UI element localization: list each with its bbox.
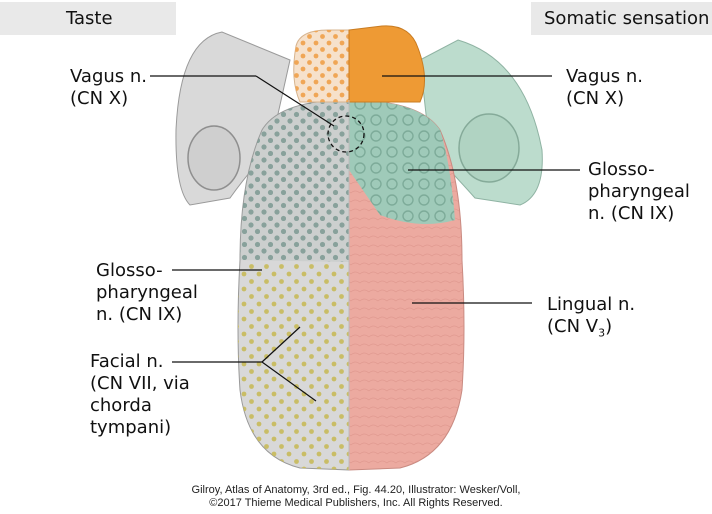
- glossopharyngeal-taste-region: [240, 100, 349, 262]
- right-tonsil: [458, 113, 520, 183]
- somatic-sensation-header: Somatic sensation: [531, 2, 712, 35]
- left-tonsil: [187, 125, 241, 191]
- glossopharyngeal-somatic-label: Glosso- pharyngeal n. (CN IX): [588, 159, 690, 224]
- foramen-cecum-marker: [327, 115, 365, 153]
- lingual-somatic-label: Lingual n. (CN V3): [547, 294, 636, 340]
- vagus-taste-label: Vagus n. (CN X): [70, 66, 148, 109]
- facial-taste-label: Facial n. (CN VII, via chorda tympani): [90, 351, 190, 438]
- credit-line-2: ©2017 Thieme Medical Publishers, Inc. Al…: [209, 497, 503, 509]
- taste-header: Taste: [0, 2, 176, 35]
- facial-taste-region: [238, 262, 349, 470]
- credit-line-1: Gilroy, Atlas of Anatomy, 3rd ed., Fig. …: [191, 484, 521, 496]
- glossopharyngeal-taste-label: Glosso- pharyngeal n. (CN IX): [96, 260, 198, 325]
- vagus-somatic-region: [348, 25, 425, 103]
- vagus-somatic-label: Vagus n. (CN X): [566, 66, 644, 109]
